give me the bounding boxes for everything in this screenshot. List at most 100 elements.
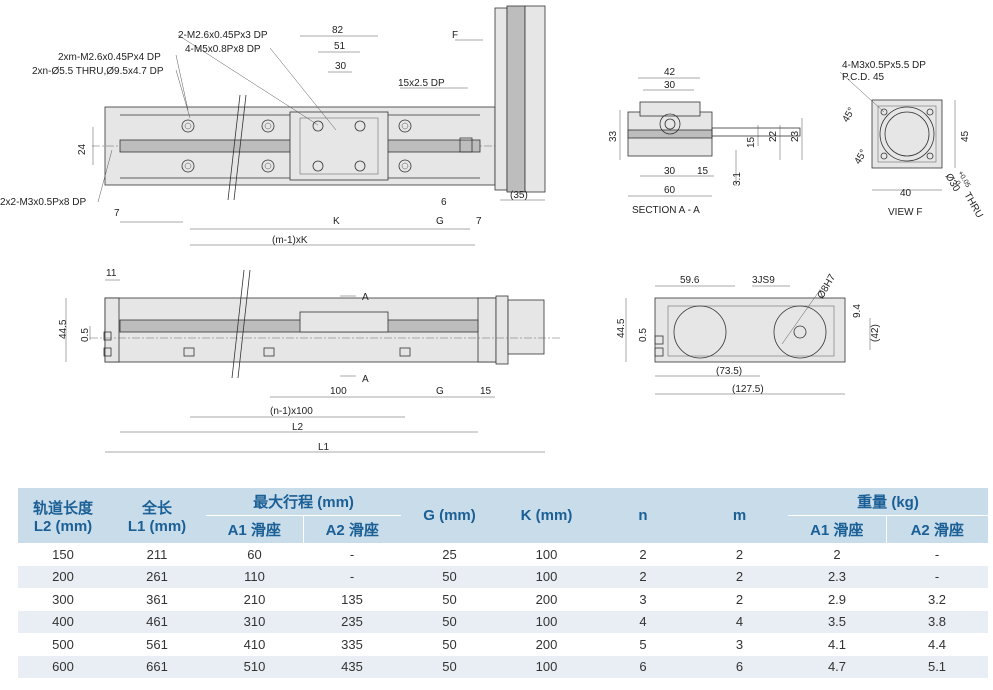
side-dim-0-5: 0.5 — [80, 328, 91, 342]
cell-weight-a1: 4.7 — [788, 655, 886, 678]
dim-24: 24 — [77, 143, 88, 155]
cell-l2: 150 — [18, 543, 108, 566]
viewf-callout-pcd: P.C.D. 45 — [842, 72, 884, 83]
cell-l1: 211 — [108, 543, 206, 566]
cell-weight-a1: 4.1 — [788, 633, 886, 656]
header-stroke-a1: A1 滑座 — [206, 515, 303, 543]
header-stroke-a2: A2 滑座 — [302, 515, 401, 543]
cell-k: 200 — [498, 588, 595, 611]
end-dim-9-4: 9.4 — [852, 304, 863, 318]
sec-dim-3-1: 3.1 — [732, 172, 743, 186]
end-view — [625, 285, 871, 395]
cell-stroke-a1: 410 — [206, 633, 303, 656]
cell-weight-a2: 3.2 — [886, 588, 989, 611]
sec-dim-30-bot: 30 — [664, 166, 676, 177]
cell-n: 4 — [595, 610, 691, 633]
cell-weight-a2: 4.4 — [886, 633, 989, 656]
end-dim-73-5: (73.5) — [716, 366, 742, 377]
header-max-stroke: 最大行程 (mm) — [206, 488, 401, 516]
cell-weight-a1: 2 — [788, 543, 886, 566]
cell-k: 100 — [498, 565, 595, 588]
cell-weight-a1: 3.5 — [788, 610, 886, 633]
cell-l2: 500 — [18, 633, 108, 656]
callout-thru-hole: 2xn-Ø5.5 THRU,Ø9.5x4.7 DP — [32, 66, 164, 77]
viewf-dim-45: 45 — [960, 130, 971, 142]
cell-m: 3 — [691, 633, 788, 656]
cell-m: 4 — [691, 610, 788, 633]
dim-30: 30 — [335, 61, 347, 72]
cell-stroke-a2: 435 — [303, 655, 401, 678]
dim-g: G — [436, 216, 444, 227]
side-dim-g: G — [436, 386, 444, 397]
end-dim-bore: Ø8H7 — [816, 272, 839, 301]
end-dim-0-5: 0.5 — [638, 328, 649, 342]
header-weight: 重量 (kg) — [788, 488, 989, 516]
header-n: n — [595, 488, 691, 543]
cell-weight-a2: 5.1 — [886, 655, 989, 678]
viewf-dim-40: 40 — [900, 188, 912, 199]
view-f-caption: VIEW F — [888, 207, 922, 218]
cell-l1: 561 — [108, 633, 206, 656]
header-l2-line1: 轨道长度 — [32, 499, 93, 517]
cell-l2: 300 — [18, 588, 108, 611]
cell-g: 50 — [401, 565, 498, 588]
cell-stroke-a1: 510 — [206, 655, 303, 678]
cell-weight-a1: 2.9 — [788, 588, 886, 611]
cell-g: 50 — [401, 588, 498, 611]
cell-m: 2 — [691, 543, 788, 566]
header-g: G (mm) — [401, 488, 498, 543]
sec-dim-60: 60 — [664, 185, 676, 196]
sec-dim-22: 22 — [768, 130, 779, 142]
end-dim-44-5: 44.5 — [616, 318, 627, 338]
cell-l2: 200 — [18, 565, 108, 588]
viewf-thru: THRU — [961, 191, 984, 221]
cell-g: 50 — [401, 633, 498, 656]
side-dim-11: 11 — [106, 268, 117, 279]
cell-stroke-a2: 235 — [303, 610, 401, 633]
technical-drawing: 2-M2.6x0.45Px3 DP 4-M5x0.8Px8 DP 2xm-M2.… — [0, 5, 985, 453]
sec-dim-15: 15 — [697, 166, 709, 177]
side-dim-l2: L2 — [292, 422, 304, 433]
cell-g: 50 — [401, 610, 498, 633]
cell-l1: 361 — [108, 588, 206, 611]
header-weight-a2: A2 滑座 — [885, 515, 989, 543]
sec-dim-42: 42 — [664, 67, 676, 78]
table-row: 200 261 110 - 50 100 2 2 2.3 - — [18, 565, 989, 588]
section-mark-top: A — [362, 292, 369, 303]
cell-k: 200 — [498, 633, 595, 656]
sec-dim-15-side: 15 — [746, 136, 757, 148]
table-row: 150 211 60 - 25 100 2 2 2 - — [18, 543, 989, 566]
section-a-a-view — [619, 77, 803, 197]
header-l2: 轨道长度 L2 (mm) — [18, 488, 108, 543]
cell-k: 100 — [498, 655, 595, 678]
sec-dim-33: 33 — [608, 130, 619, 142]
sec-dim-30-top: 30 — [664, 80, 676, 91]
callout-m2-6-3dp: 2-M2.6x0.45Px3 DP — [178, 30, 268, 41]
dim-51: 51 — [334, 41, 346, 52]
dim-m-1-k: (m-1)xK — [272, 235, 308, 246]
cell-g: 50 — [401, 655, 498, 678]
callout-m3-8dp: 2x2-M3x0.5Px8 DP — [0, 197, 86, 208]
cell-stroke-a1: 60 — [206, 543, 303, 566]
callout-m5-8dp: 4-M5x0.8Px8 DP — [185, 44, 261, 55]
side-dim-15: 15 — [480, 386, 492, 397]
end-dim-127-5: (127.5) — [732, 384, 764, 395]
cell-l2: 600 — [18, 655, 108, 678]
cell-stroke-a1: 210 — [206, 588, 303, 611]
header-l1-line2: L1 (mm) — [127, 517, 187, 535]
cell-stroke-a2: - — [303, 543, 401, 566]
cell-weight-a2: - — [886, 543, 989, 566]
cell-weight-a2: - — [886, 565, 989, 588]
table-row: 600 661 510 435 50 100 6 6 4.7 5.1 — [18, 655, 989, 678]
viewf-callout-m3: 4-M3x0.5Px5.5 DP — [842, 60, 926, 71]
sec-dim-23: 23 — [790, 130, 801, 142]
callout-15x2-5dp: 15x2.5 DP — [398, 78, 445, 89]
cell-stroke-a1: 110 — [206, 565, 303, 588]
viewf-angle-1: 45° — [841, 106, 858, 125]
side-view — [65, 269, 560, 453]
cell-l1: 261 — [108, 565, 206, 588]
cell-stroke-a2: 135 — [303, 588, 401, 611]
cell-m: 2 — [691, 565, 788, 588]
section-mark-bottom: A — [362, 374, 369, 385]
cell-l1: 661 — [108, 655, 206, 678]
